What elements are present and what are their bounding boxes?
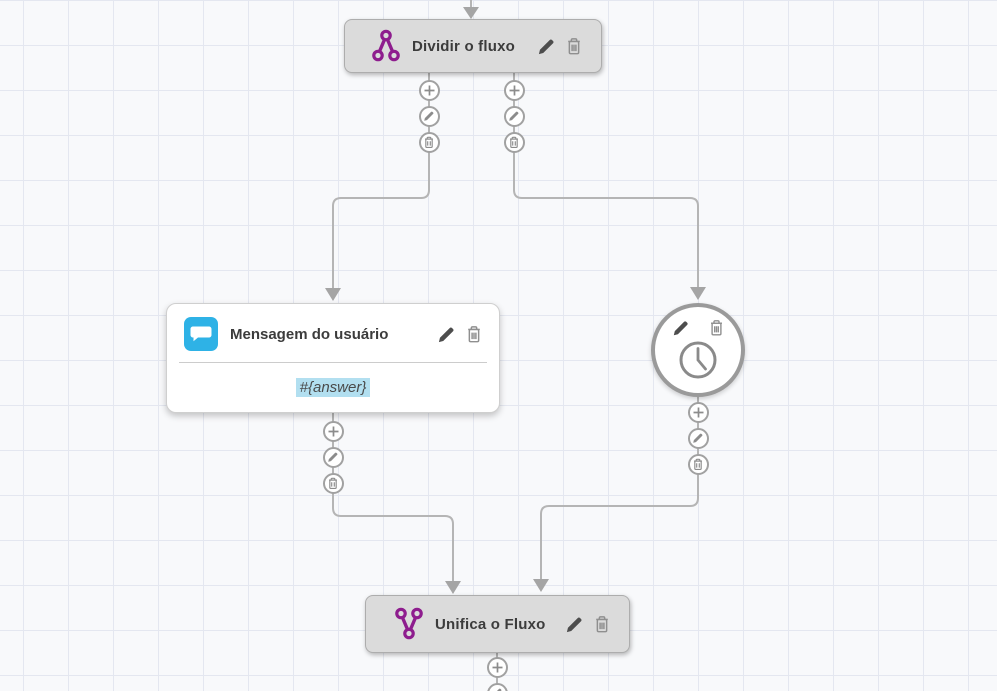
node-title: Mensagem do usuário (230, 325, 389, 343)
trash-icon (329, 477, 337, 489)
timer-actions (672, 319, 725, 337)
plus-icon (424, 85, 434, 95)
arrowhead-down-icon (690, 287, 706, 300)
pencil-icon (496, 688, 502, 691)
add-button[interactable] (322, 420, 344, 442)
delete-button[interactable] (503, 131, 525, 153)
pencil-icon (673, 321, 688, 336)
edit-button[interactable] (503, 105, 525, 127)
edit-node-button[interactable] (437, 325, 456, 344)
timer-branch-actions (687, 401, 709, 475)
node-user-message[interactable]: Mensagem do usuário #{answer} (166, 303, 500, 413)
connector-split-to-timer (513, 73, 699, 288)
node-title: Unifica o Fluxo (435, 615, 546, 633)
plus-icon (693, 407, 703, 417)
arrowhead-down-icon (325, 288, 341, 301)
plus-icon (509, 85, 519, 95)
edit-button[interactable] (687, 427, 709, 449)
add-button[interactable] (503, 79, 525, 101)
split-flow-icon (371, 28, 401, 64)
merge-output-actions (486, 656, 508, 691)
pencil-icon (509, 111, 519, 121)
node-split-flow[interactable]: Dividir o fluxo (344, 19, 602, 73)
trash-icon (468, 325, 480, 342)
pencil-icon (424, 111, 434, 121)
edit-node-button[interactable] (672, 319, 690, 337)
node-merge-flow[interactable]: Unifica o Fluxo (365, 595, 630, 653)
pencil-icon (566, 616, 582, 632)
delete-node-button[interactable] (708, 319, 725, 337)
delete-button[interactable] (322, 472, 344, 494)
trash-icon (510, 136, 518, 148)
delete-node-button[interactable] (565, 37, 583, 56)
node-content: #{answer} (167, 363, 499, 412)
plus-icon (328, 426, 338, 436)
branch-left-actions (418, 79, 440, 153)
branch-right-actions (503, 79, 525, 153)
trash-icon (710, 320, 722, 336)
add-button[interactable] (418, 79, 440, 101)
delete-node-button[interactable] (465, 325, 483, 344)
plus-icon (492, 662, 502, 672)
trash-icon (694, 458, 702, 470)
arrowhead-down-icon (445, 581, 461, 594)
connector-timer-to-merge (540, 397, 699, 580)
clock-icon (679, 341, 717, 379)
arrowhead-down-icon (533, 579, 549, 592)
node-header: Mensagem do usuário (167, 304, 499, 362)
arrowhead-down-icon (463, 7, 479, 19)
pencil-icon (438, 326, 454, 342)
edit-node-button[interactable] (537, 37, 556, 56)
delete-node-button[interactable] (593, 615, 611, 634)
merge-flow-icon (394, 607, 424, 641)
delete-button[interactable] (418, 131, 440, 153)
delete-button[interactable] (687, 453, 709, 475)
node-timer[interactable] (651, 303, 745, 397)
divider (179, 362, 487, 363)
pencil-icon (328, 452, 338, 462)
edit-button[interactable] (486, 682, 508, 691)
trash-icon (425, 136, 433, 148)
trash-icon (568, 37, 580, 54)
message-actions (322, 420, 344, 494)
variable-chip: #{answer} (295, 378, 371, 397)
edit-node-button[interactable] (565, 615, 584, 634)
node-title: Dividir o fluxo (412, 37, 516, 55)
add-button[interactable] (486, 656, 508, 678)
chat-bubble-icon (184, 317, 218, 351)
pencil-icon (538, 38, 554, 54)
connector-split-to-message (332, 73, 430, 289)
add-button[interactable] (687, 401, 709, 423)
trash-icon (596, 615, 608, 632)
edit-button[interactable] (418, 105, 440, 127)
edit-button[interactable] (322, 446, 344, 468)
pencil-icon (693, 433, 703, 443)
connector-message-to-merge (332, 413, 454, 582)
